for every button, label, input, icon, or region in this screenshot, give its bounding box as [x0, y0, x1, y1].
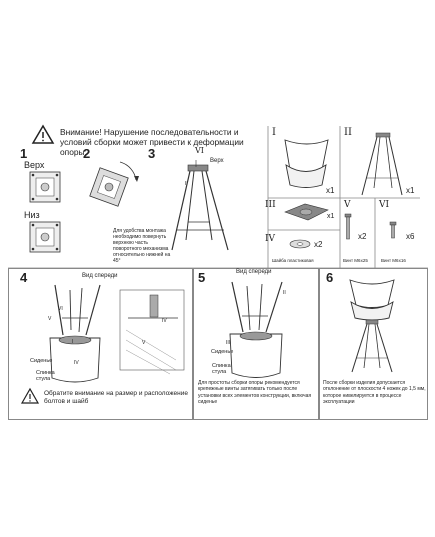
step-3-number: 3 [148, 146, 156, 161]
step-3-roman-ii: II [185, 181, 188, 187]
step-4-view-label: Вид спереди [82, 273, 118, 279]
step-3-roman-vi: VI [195, 146, 204, 155]
part-vi-name: Винт М6х16 [381, 258, 406, 263]
part-iv-qty: x2 [314, 240, 323, 249]
step-6-frame [319, 268, 428, 420]
step-4-frame [8, 268, 193, 420]
warning-text: Внимание! Нарушение последовательности и… [60, 127, 244, 157]
step-5-label-iii: III [226, 340, 231, 346]
step-5-number: 5 [198, 270, 206, 285]
step-4-seat-label: Сиденье [30, 358, 53, 364]
part-vi-qty: x6 [406, 232, 415, 241]
bottom-label: Низ [24, 210, 40, 220]
step-4-detail-iv: IV [162, 318, 167, 324]
part-ii-qty: x1 [406, 186, 415, 195]
part-iv-name: Шайба пластиковая [272, 258, 314, 263]
step-5-view-label: Вид спереди [236, 269, 272, 275]
step-4-label-iv: IV [74, 360, 79, 366]
part-vi-label: VI [379, 200, 390, 210]
part-v-label: V [344, 200, 351, 210]
step-6-note: После сборки изделия допускается отклоне… [323, 380, 426, 405]
part-iii-qty: x1 [327, 213, 335, 220]
step-1-number: 1 [20, 146, 28, 161]
step-4-detail-v: V [142, 340, 146, 346]
step-2-number: 2 [83, 146, 91, 161]
step-4-label-vi: VI [58, 306, 63, 312]
step-2-note: Для удобства монтажа необходимо повернут… [113, 228, 171, 264]
step-6-number: 6 [326, 270, 334, 285]
step-5-frame [193, 268, 319, 420]
part-ii-label: II [344, 127, 352, 138]
notice-text: Обратите внимание на размер и расположен… [44, 390, 188, 405]
step-4-back-label: Спинка стула [36, 370, 55, 382]
part-iii-label: III [265, 200, 276, 210]
top-label: Верх [24, 160, 45, 170]
part-v-qty: x2 [358, 232, 367, 241]
part-v-name: Винт М6х25 [343, 258, 368, 263]
step-3-top-label: Верх [210, 158, 224, 164]
step-4-label-i: I [72, 339, 74, 345]
part-i-label: I [272, 127, 276, 138]
step-5-note: Для простоты сборки опоры рекомендуется … [198, 380, 312, 405]
step-4-label-v: V [48, 316, 52, 322]
step-5-back-label: Спинка стула [212, 363, 231, 375]
step-5-label-ii: II [283, 290, 286, 296]
step-4-number: 4 [20, 270, 28, 285]
part-i-qty: x1 [326, 186, 335, 195]
part-iv-label: IV [265, 234, 276, 244]
step-5-seat-label: Сиденье [211, 349, 234, 355]
